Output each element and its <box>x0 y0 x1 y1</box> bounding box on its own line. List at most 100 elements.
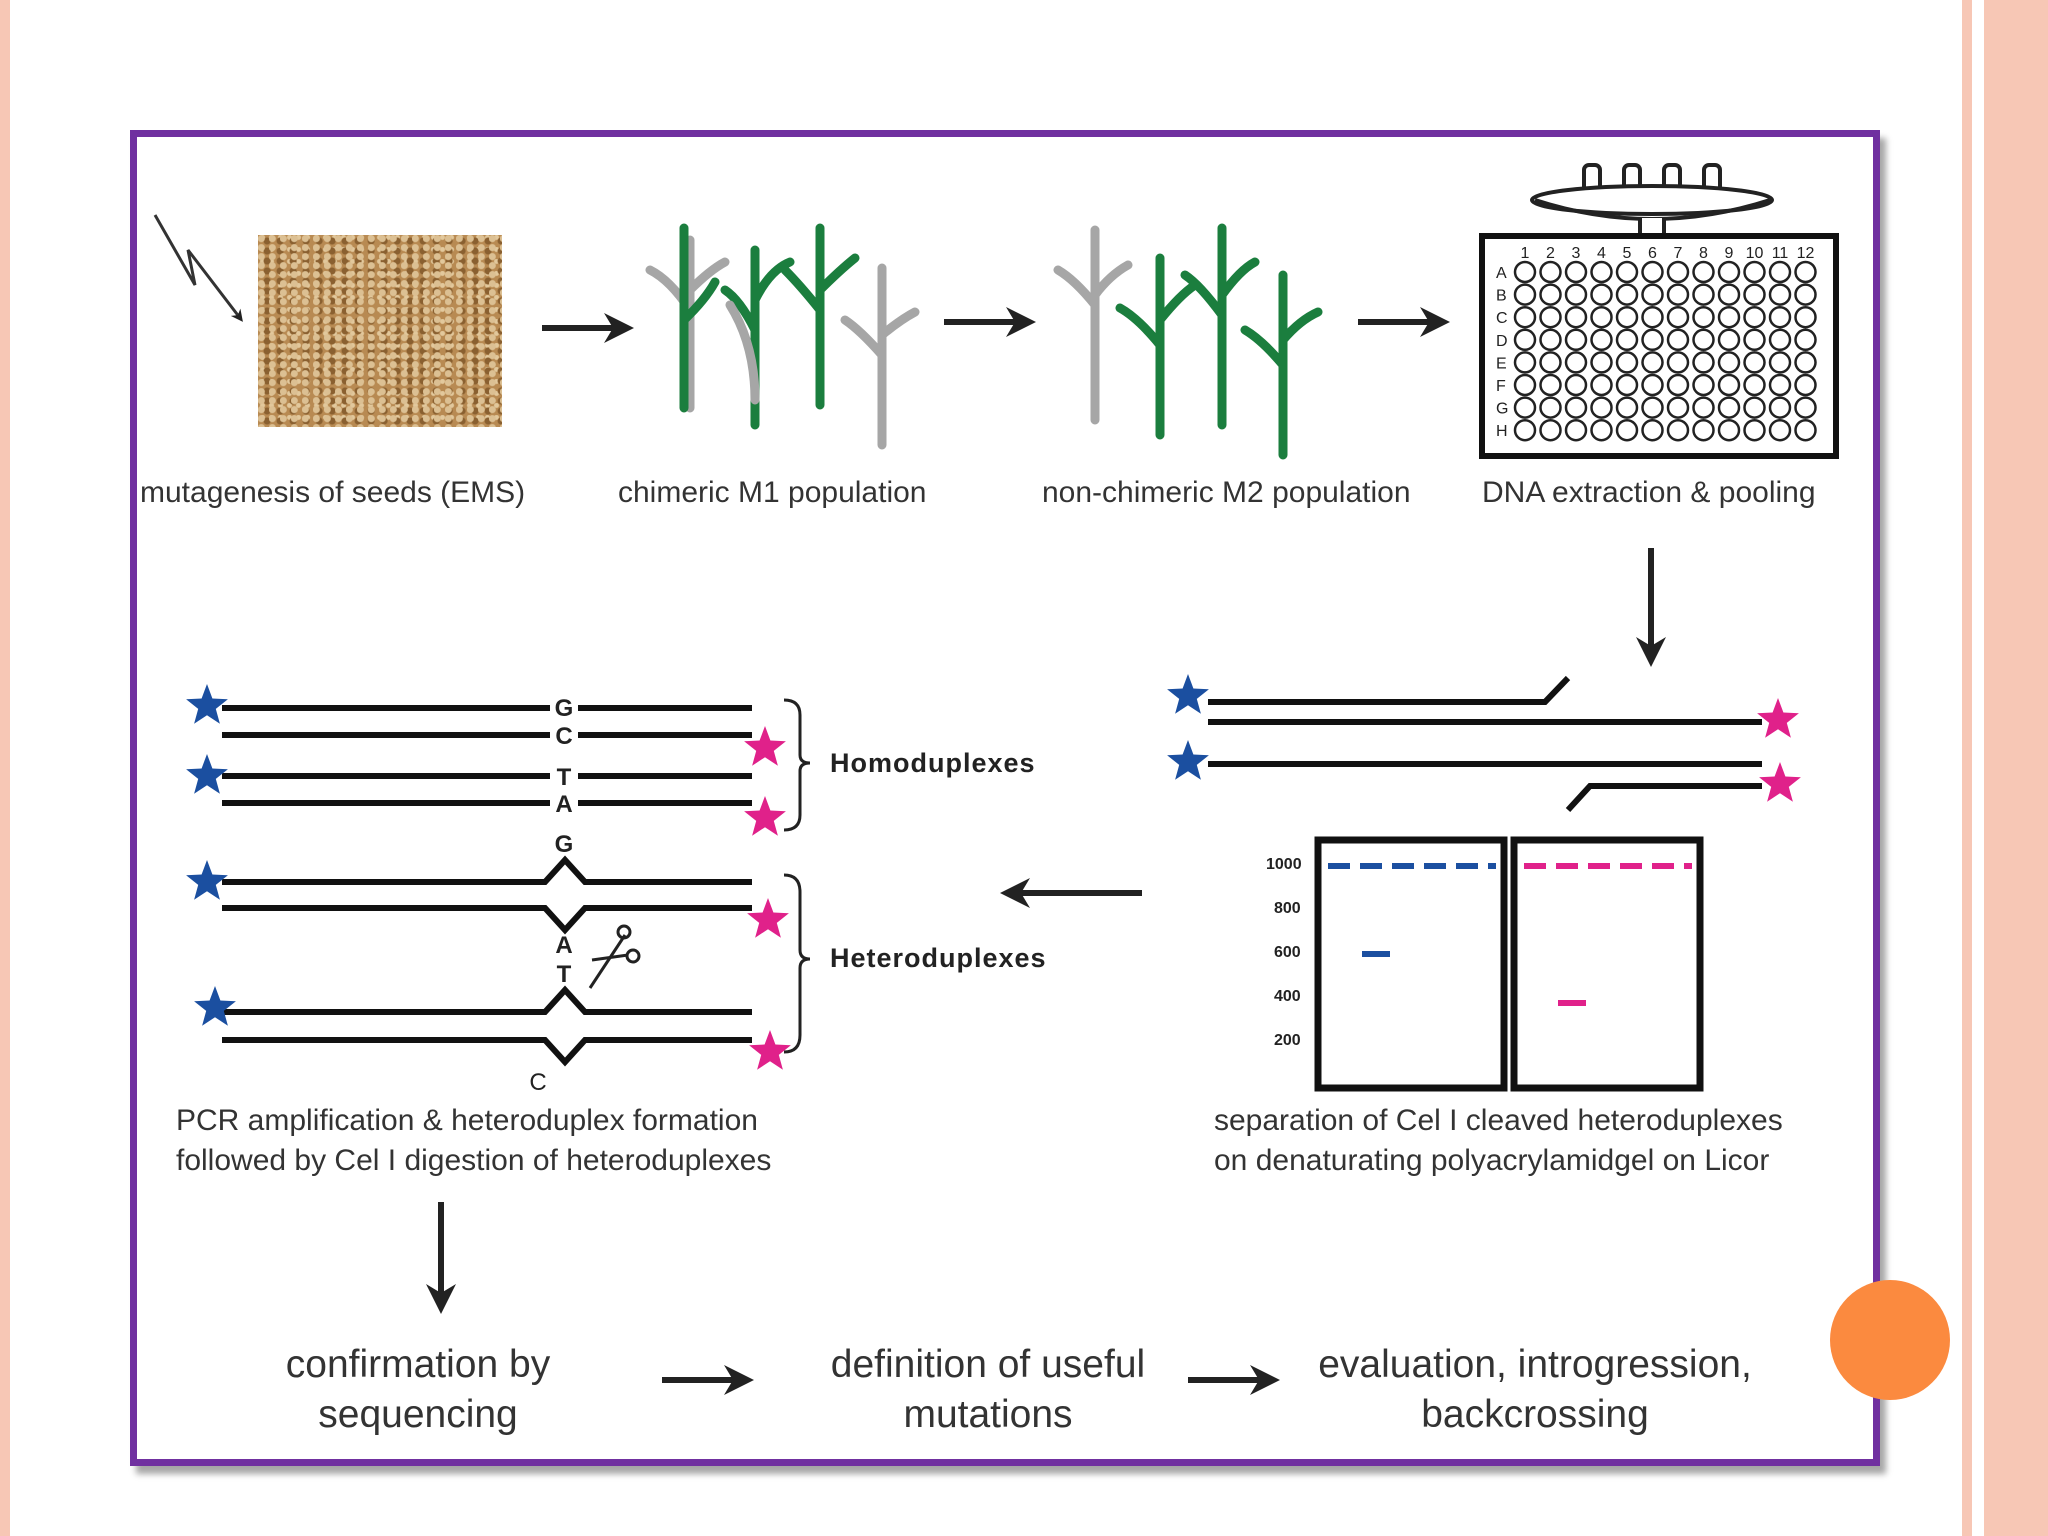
base-a2: A <box>555 932 572 959</box>
plate-well <box>1539 418 1562 442</box>
gel-tick-800: 800 <box>1274 900 1301 917</box>
plate-well <box>1539 305 1562 329</box>
step-definition: definition of useful mutations <box>798 1340 1178 1440</box>
plate-well <box>1692 373 1715 397</box>
plate-well <box>1743 373 1766 397</box>
plate-col-label: 12 <box>1797 245 1815 262</box>
plate-well <box>1641 305 1664 329</box>
plate-well <box>1590 373 1613 397</box>
gel-tick-1000: 1000 <box>1266 856 1302 873</box>
plate-well <box>1794 373 1817 397</box>
plate-well <box>1564 351 1588 374</box>
cleaved-strands <box>1208 675 1762 813</box>
plate-well <box>1590 328 1613 352</box>
step-evaluation: evaluation, introgression, backcrossing <box>1300 1340 1770 1440</box>
star-icon <box>749 1030 791 1070</box>
plate-well <box>1615 418 1639 442</box>
plate-well <box>1717 328 1741 352</box>
plate-row-label: E <box>1496 355 1507 372</box>
plate-well <box>1794 305 1817 329</box>
plate-well <box>1692 283 1715 306</box>
plate-well <box>1743 396 1766 419</box>
plate-well <box>1539 351 1562 374</box>
heteroduplex-strands <box>222 855 752 1067</box>
plate-well <box>1513 351 1537 374</box>
plate-well <box>1513 260 1537 284</box>
slide-bullet-circle <box>1830 1280 1950 1400</box>
plate-col-label: 9 <box>1725 245 1734 262</box>
plate-row-label: D <box>1496 333 1508 350</box>
accent-stripe-left <box>0 0 10 1536</box>
plate-well <box>1590 283 1613 306</box>
plate-well <box>1641 260 1664 284</box>
plate-well <box>1743 418 1766 442</box>
plate-well <box>1794 418 1817 442</box>
label-stars <box>186 674 1801 1070</box>
star-icon <box>194 986 236 1026</box>
plate-well <box>1513 418 1537 442</box>
plate-well <box>1692 328 1715 352</box>
lightning-icon <box>153 214 243 322</box>
plate-well <box>1590 396 1613 419</box>
label-dna-pooling: DNA extraction & pooling <box>1482 476 1816 509</box>
star-icon <box>1759 762 1801 802</box>
plate-well <box>1768 373 1792 397</box>
plate-well <box>1717 283 1741 306</box>
accent-stripe-outer <box>1984 0 2048 1536</box>
plate-well <box>1513 396 1537 419</box>
plate-well <box>1564 396 1588 419</box>
base-c2: C <box>529 1069 546 1096</box>
plate-well <box>1615 305 1639 329</box>
plate-well <box>1717 396 1741 419</box>
plate-well <box>1615 260 1639 284</box>
plate-well <box>1692 418 1715 442</box>
plate-well <box>1590 351 1613 374</box>
plate-row-label: A <box>1496 265 1507 282</box>
base-a1: A <box>555 791 572 818</box>
plate-well <box>1513 328 1537 352</box>
plate-well <box>1539 260 1562 284</box>
plate-well <box>1717 260 1741 284</box>
base-c1: C <box>555 723 572 750</box>
plate-col-label: 7 <box>1674 245 1683 262</box>
gel-lane-right <box>1510 836 1704 1092</box>
define-line1: definition of useful <box>830 1343 1146 1386</box>
plate-well <box>1794 328 1817 352</box>
star-icon <box>186 860 228 900</box>
accent-stripe-inner <box>1962 0 1972 1536</box>
plate-well <box>1794 396 1817 419</box>
plate-well <box>1743 351 1766 374</box>
plate-col-label: 2 <box>1546 245 1555 262</box>
plate-well <box>1615 328 1639 352</box>
plate-well <box>1768 328 1792 352</box>
plate-wells <box>1513 260 1817 442</box>
plate-well <box>1717 351 1741 374</box>
plate-well <box>1641 328 1664 352</box>
plate-well <box>1692 396 1715 419</box>
homoduplex-strands <box>222 705 752 806</box>
plate-well <box>1513 283 1537 306</box>
label-heteroduplexes: Heteroduplexes <box>830 943 1047 973</box>
plate-well <box>1666 396 1690 419</box>
plate-row-label: H <box>1496 423 1508 440</box>
plate-col-label: 5 <box>1623 245 1632 262</box>
plate-row-label: G <box>1496 401 1508 418</box>
plate-well <box>1564 260 1588 284</box>
plate-well <box>1641 396 1664 419</box>
plate-well <box>1641 418 1664 442</box>
plate-well <box>1794 260 1817 284</box>
plate-well <box>1615 351 1639 374</box>
confirm-line2: sequencing <box>318 1393 518 1436</box>
plate-well <box>1564 418 1588 442</box>
plate-well <box>1564 328 1588 352</box>
base-g2: G <box>555 831 574 858</box>
plate-well <box>1666 283 1690 306</box>
plate-well <box>1666 328 1690 352</box>
plate-well <box>1768 283 1792 306</box>
plate-well <box>1564 283 1588 306</box>
plate-row-label: C <box>1496 310 1508 327</box>
gel-tick-200: 200 <box>1274 1032 1301 1049</box>
gel-lane-left <box>1314 836 1508 1092</box>
plate-row-label: B <box>1496 288 1507 305</box>
